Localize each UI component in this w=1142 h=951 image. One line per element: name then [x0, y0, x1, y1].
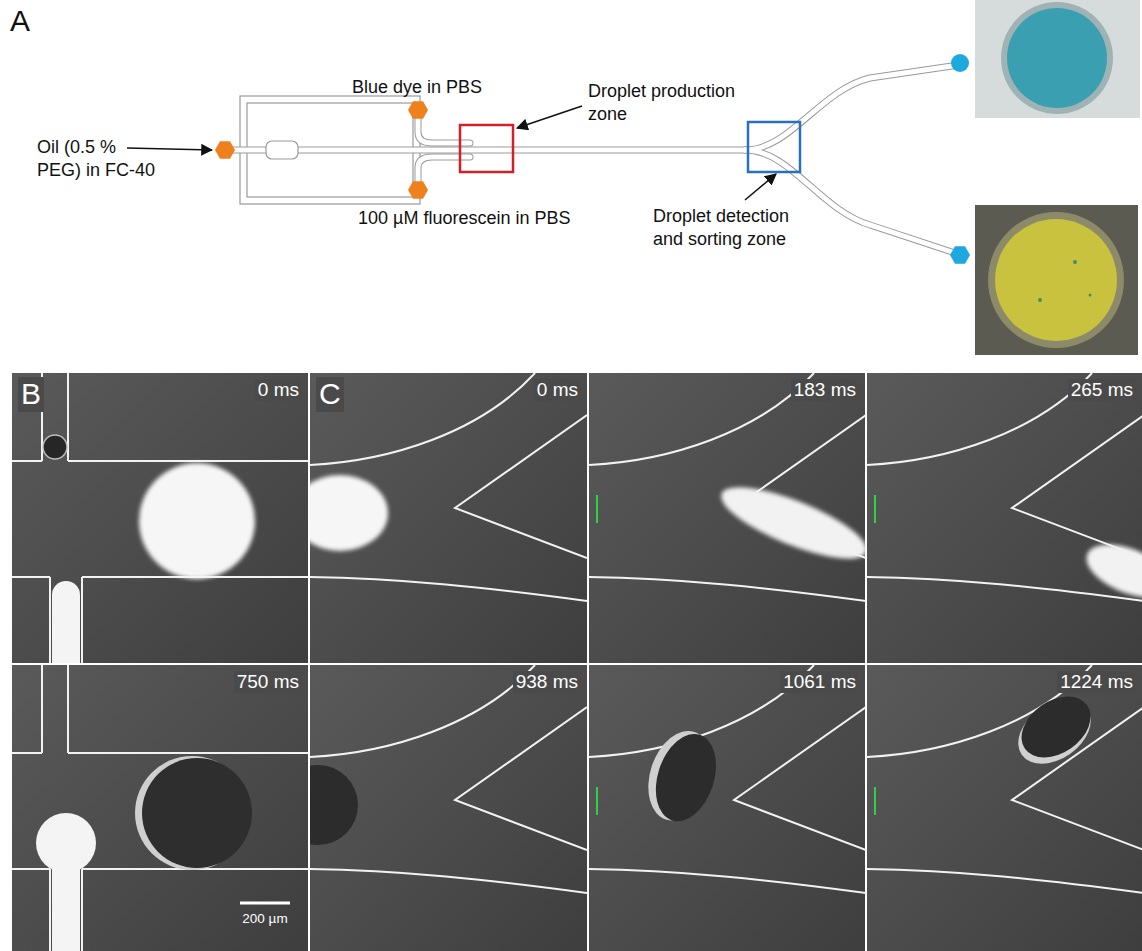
frame-art [292, 373, 587, 601]
frame-art [12, 665, 308, 951]
dish-photo [975, 0, 1140, 118]
timestamp: 183 ms [791, 379, 859, 401]
frame-art [278, 665, 587, 893]
panel-letter: B [18, 377, 44, 412]
inlet-port [408, 101, 428, 118]
yellow-droplets [995, 219, 1117, 341]
inlet-funnel [266, 141, 298, 159]
frame-art [12, 373, 308, 663]
fluorescent-droplet [139, 463, 255, 579]
dye-speck [1038, 298, 1042, 302]
dish-photo [975, 205, 1138, 355]
main-channel [225, 147, 745, 154]
y-junction [310, 665, 587, 893]
leader-arrow [127, 148, 212, 150]
panel-letter: C [316, 377, 344, 412]
dish-rim [988, 212, 1124, 348]
y-junction [867, 665, 1142, 893]
channel-outline [225, 66, 952, 252]
micrograph-frame: 1061 ms [589, 665, 865, 951]
side-channel [418, 157, 470, 190]
timestamp: 0 ms [255, 379, 302, 401]
zone-label: Droplet detection and sorting zone [653, 205, 813, 250]
inlet-label: Blue dye in PBS [352, 76, 532, 99]
frame-art [867, 665, 1142, 893]
zone-label: Droplet production zone [588, 80, 753, 125]
fluorescein-finger [52, 581, 80, 663]
main-channel [225, 148, 745, 153]
frame-art [589, 665, 866, 893]
micrograph-frame: 183 ms [589, 373, 865, 663]
micrograph-frame: 1224 ms [867, 665, 1142, 951]
fluorescent-droplet [1079, 534, 1142, 609]
timestamp: 938 ms [513, 671, 581, 693]
blue-droplets [1007, 8, 1107, 108]
y-junction [589, 373, 866, 601]
inlet-label: 100 µM fluorescein in PBS [358, 207, 648, 230]
outlet-channel [745, 66, 952, 150]
side-channel [418, 110, 470, 143]
frame-background [867, 665, 1142, 951]
production-zone-box [460, 125, 513, 172]
panel-letter: A [10, 2, 50, 40]
scale-bar [240, 902, 290, 905]
micrograph-frame: C 0 ms [310, 373, 587, 663]
t-junction [12, 665, 308, 951]
micrograph-frame: 265 ms [867, 373, 1142, 663]
outlet-port [951, 54, 969, 72]
inlet-label: Oil (0.5 % PEG) in FC-40 [37, 136, 162, 181]
frame-art [867, 373, 1142, 608]
fluorescent-droplet [310, 475, 388, 551]
leader-arrow [745, 174, 776, 200]
blue-droplet [1010, 684, 1102, 770]
t-junction [12, 373, 308, 663]
blue-droplet [310, 765, 358, 845]
dye-speck [1073, 260, 1077, 264]
fluorescent-droplet [713, 473, 866, 572]
micrograph-frame: B 0 ms [12, 373, 308, 663]
inlet-port [215, 141, 235, 158]
side-channel [418, 110, 470, 143]
scale-label: 200 µm [223, 911, 307, 927]
micrograph-frame: 750 ms 200 µm [12, 665, 308, 951]
leader-arrow [517, 106, 582, 128]
micrograph-frame: 938 ms [310, 665, 587, 951]
frame-art [589, 373, 875, 601]
timestamp: 0 ms [534, 379, 581, 401]
fluorescein-finger [36, 813, 96, 873]
side-channel [418, 157, 470, 190]
blue-droplet [142, 758, 252, 868]
blue-droplet [645, 726, 726, 829]
timestamp: 265 ms [1068, 379, 1136, 401]
frame-background [589, 665, 865, 951]
oil-meniscus [43, 435, 67, 459]
dish-rim [1001, 2, 1113, 114]
frame-background [12, 373, 308, 663]
sorting-zone-box [748, 122, 800, 172]
y-junction [589, 665, 866, 893]
timestamp: 750 ms [234, 671, 302, 693]
timestamp: 1061 ms [780, 671, 859, 693]
frame-background [867, 373, 1142, 663]
outlet-port [950, 246, 970, 263]
channel-inner [225, 66, 952, 252]
outlet-channel [745, 66, 952, 150]
timestamp: 1224 ms [1057, 671, 1136, 693]
dye-speck [1089, 294, 1092, 297]
inlet-port [408, 181, 428, 198]
